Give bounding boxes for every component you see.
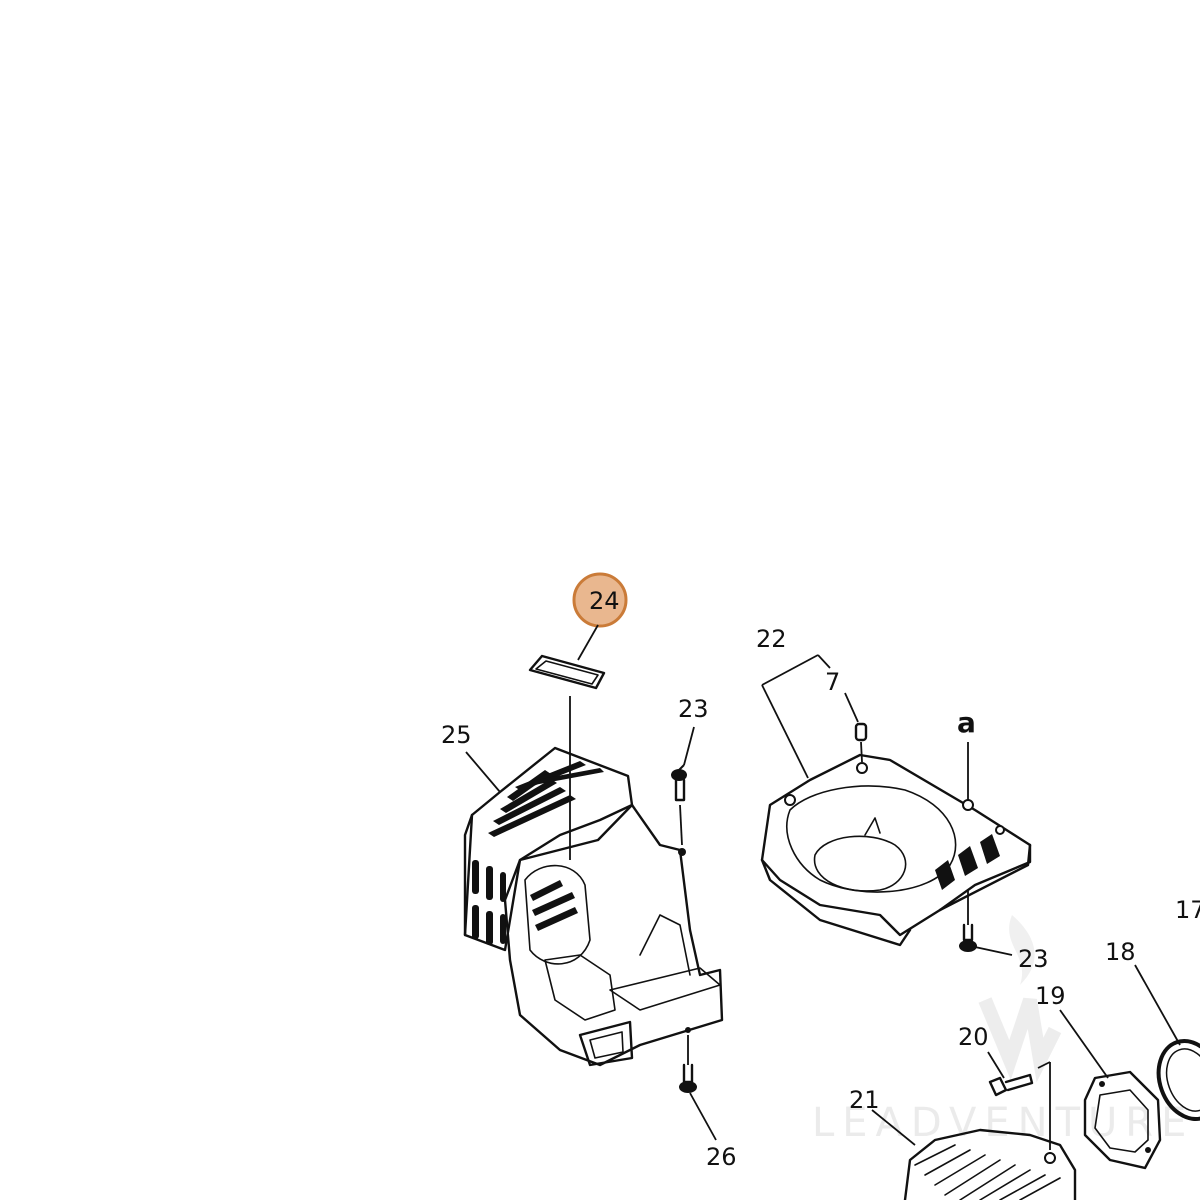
highlight-circle [572,572,628,628]
cover-side-vents [472,860,506,945]
part-7-dowel-pin[interactable] [844,692,868,763]
part-25-cylinder-cover[interactable] [463,746,724,1067]
watermark: LEADVENTURE [812,915,1194,1146]
cylinder-fins [914,1144,1061,1200]
part-22-fan-case[interactable] [760,654,1032,947]
part-20-bolt[interactable] [987,1051,1034,1097]
part-23-screw-lower[interactable] [959,890,1013,956]
callout-7[interactable]: 7 [825,668,840,696]
part-21-cylinder[interactable] [871,1061,1077,1200]
callout-24[interactable]: 24 [589,587,620,615]
cover-top-vents [488,761,604,837]
callout-24-highlight[interactable] [572,572,628,661]
callout-25[interactable]: 25 [441,721,472,749]
part-23-screw-upper[interactable] [671,726,695,846]
callout-20[interactable]: 20 [958,1023,989,1051]
callout-26[interactable]: 26 [706,1143,737,1171]
callout-22[interactable]: 22 [756,625,787,653]
callout-19[interactable]: 19 [1035,982,1066,1010]
fan-case-ribs [935,834,1000,890]
part-19-gasket[interactable] [1059,1009,1162,1170]
callout-18[interactable]: 18 [1105,938,1136,966]
cover-front-vents [530,880,578,931]
part-26-screw[interactable] [679,1035,717,1141]
callout-21[interactable]: 21 [849,1086,880,1114]
callout-23-lower[interactable]: 23 [1018,945,1049,973]
reference-a: a [957,706,976,739]
part-18-o-ring[interactable] [1134,964,1200,1128]
watermark-text: LEADVENTURE [812,1100,1194,1146]
callout-23-upper[interactable]: 23 [678,695,709,723]
callout-17[interactable]: 17 [1175,896,1200,924]
